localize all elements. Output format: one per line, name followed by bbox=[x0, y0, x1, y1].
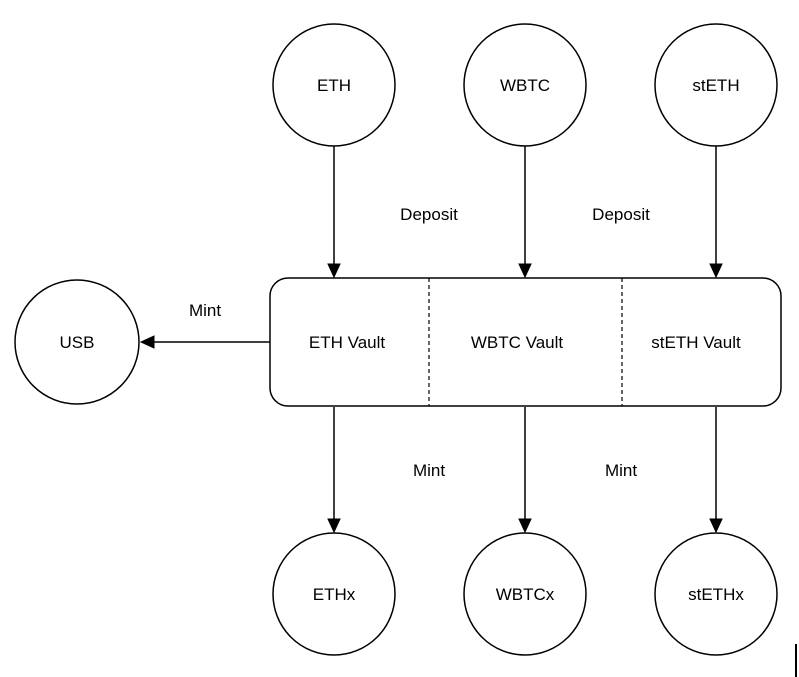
vault-eth-label: ETH Vault bbox=[309, 333, 385, 352]
vault-wbtc-label: WBTC Vault bbox=[471, 333, 564, 352]
edge-label-mint-right: Mint bbox=[605, 461, 637, 480]
vault-steth-label: stETH Vault bbox=[651, 333, 741, 352]
node-usb-circle bbox=[14, 279, 140, 405]
node-eth-circle bbox=[272, 23, 396, 147]
node-eth-label: ETH bbox=[317, 76, 351, 95]
node-ethx-circle bbox=[272, 532, 396, 656]
edge-label-mint-left: Mint bbox=[413, 461, 445, 480]
arrowhead-stethx bbox=[709, 518, 723, 534]
arrowhead-steth-vault bbox=[709, 263, 723, 279]
node-wbtc-circle bbox=[463, 23, 587, 147]
node-ethx-label: ETHx bbox=[313, 585, 356, 604]
node-usb-label: USB bbox=[60, 333, 95, 352]
arrowhead-usb bbox=[139, 335, 155, 349]
node-stethx-label: stETHx bbox=[688, 585, 744, 604]
node-steth-label: stETH bbox=[692, 76, 739, 95]
node-wbtc-label: WBTC bbox=[500, 76, 550, 95]
arrowhead-eth-vault bbox=[327, 263, 341, 279]
edge-label-deposit-left: Deposit bbox=[400, 205, 458, 224]
node-wbtcx-label: WBTCx bbox=[496, 585, 555, 604]
edge-label-deposit-right: Deposit bbox=[592, 205, 650, 224]
node-steth-circle bbox=[654, 23, 778, 147]
arrowhead-wbtc-vault bbox=[518, 263, 532, 279]
arrowhead-ethx bbox=[327, 518, 341, 534]
vault-box bbox=[269, 277, 782, 407]
node-wbtcx-circle bbox=[463, 532, 587, 656]
node-stethx-circle bbox=[654, 532, 778, 656]
arrowhead-wbtcx bbox=[518, 518, 532, 534]
edge-label-mint-usb: Mint bbox=[189, 301, 221, 320]
